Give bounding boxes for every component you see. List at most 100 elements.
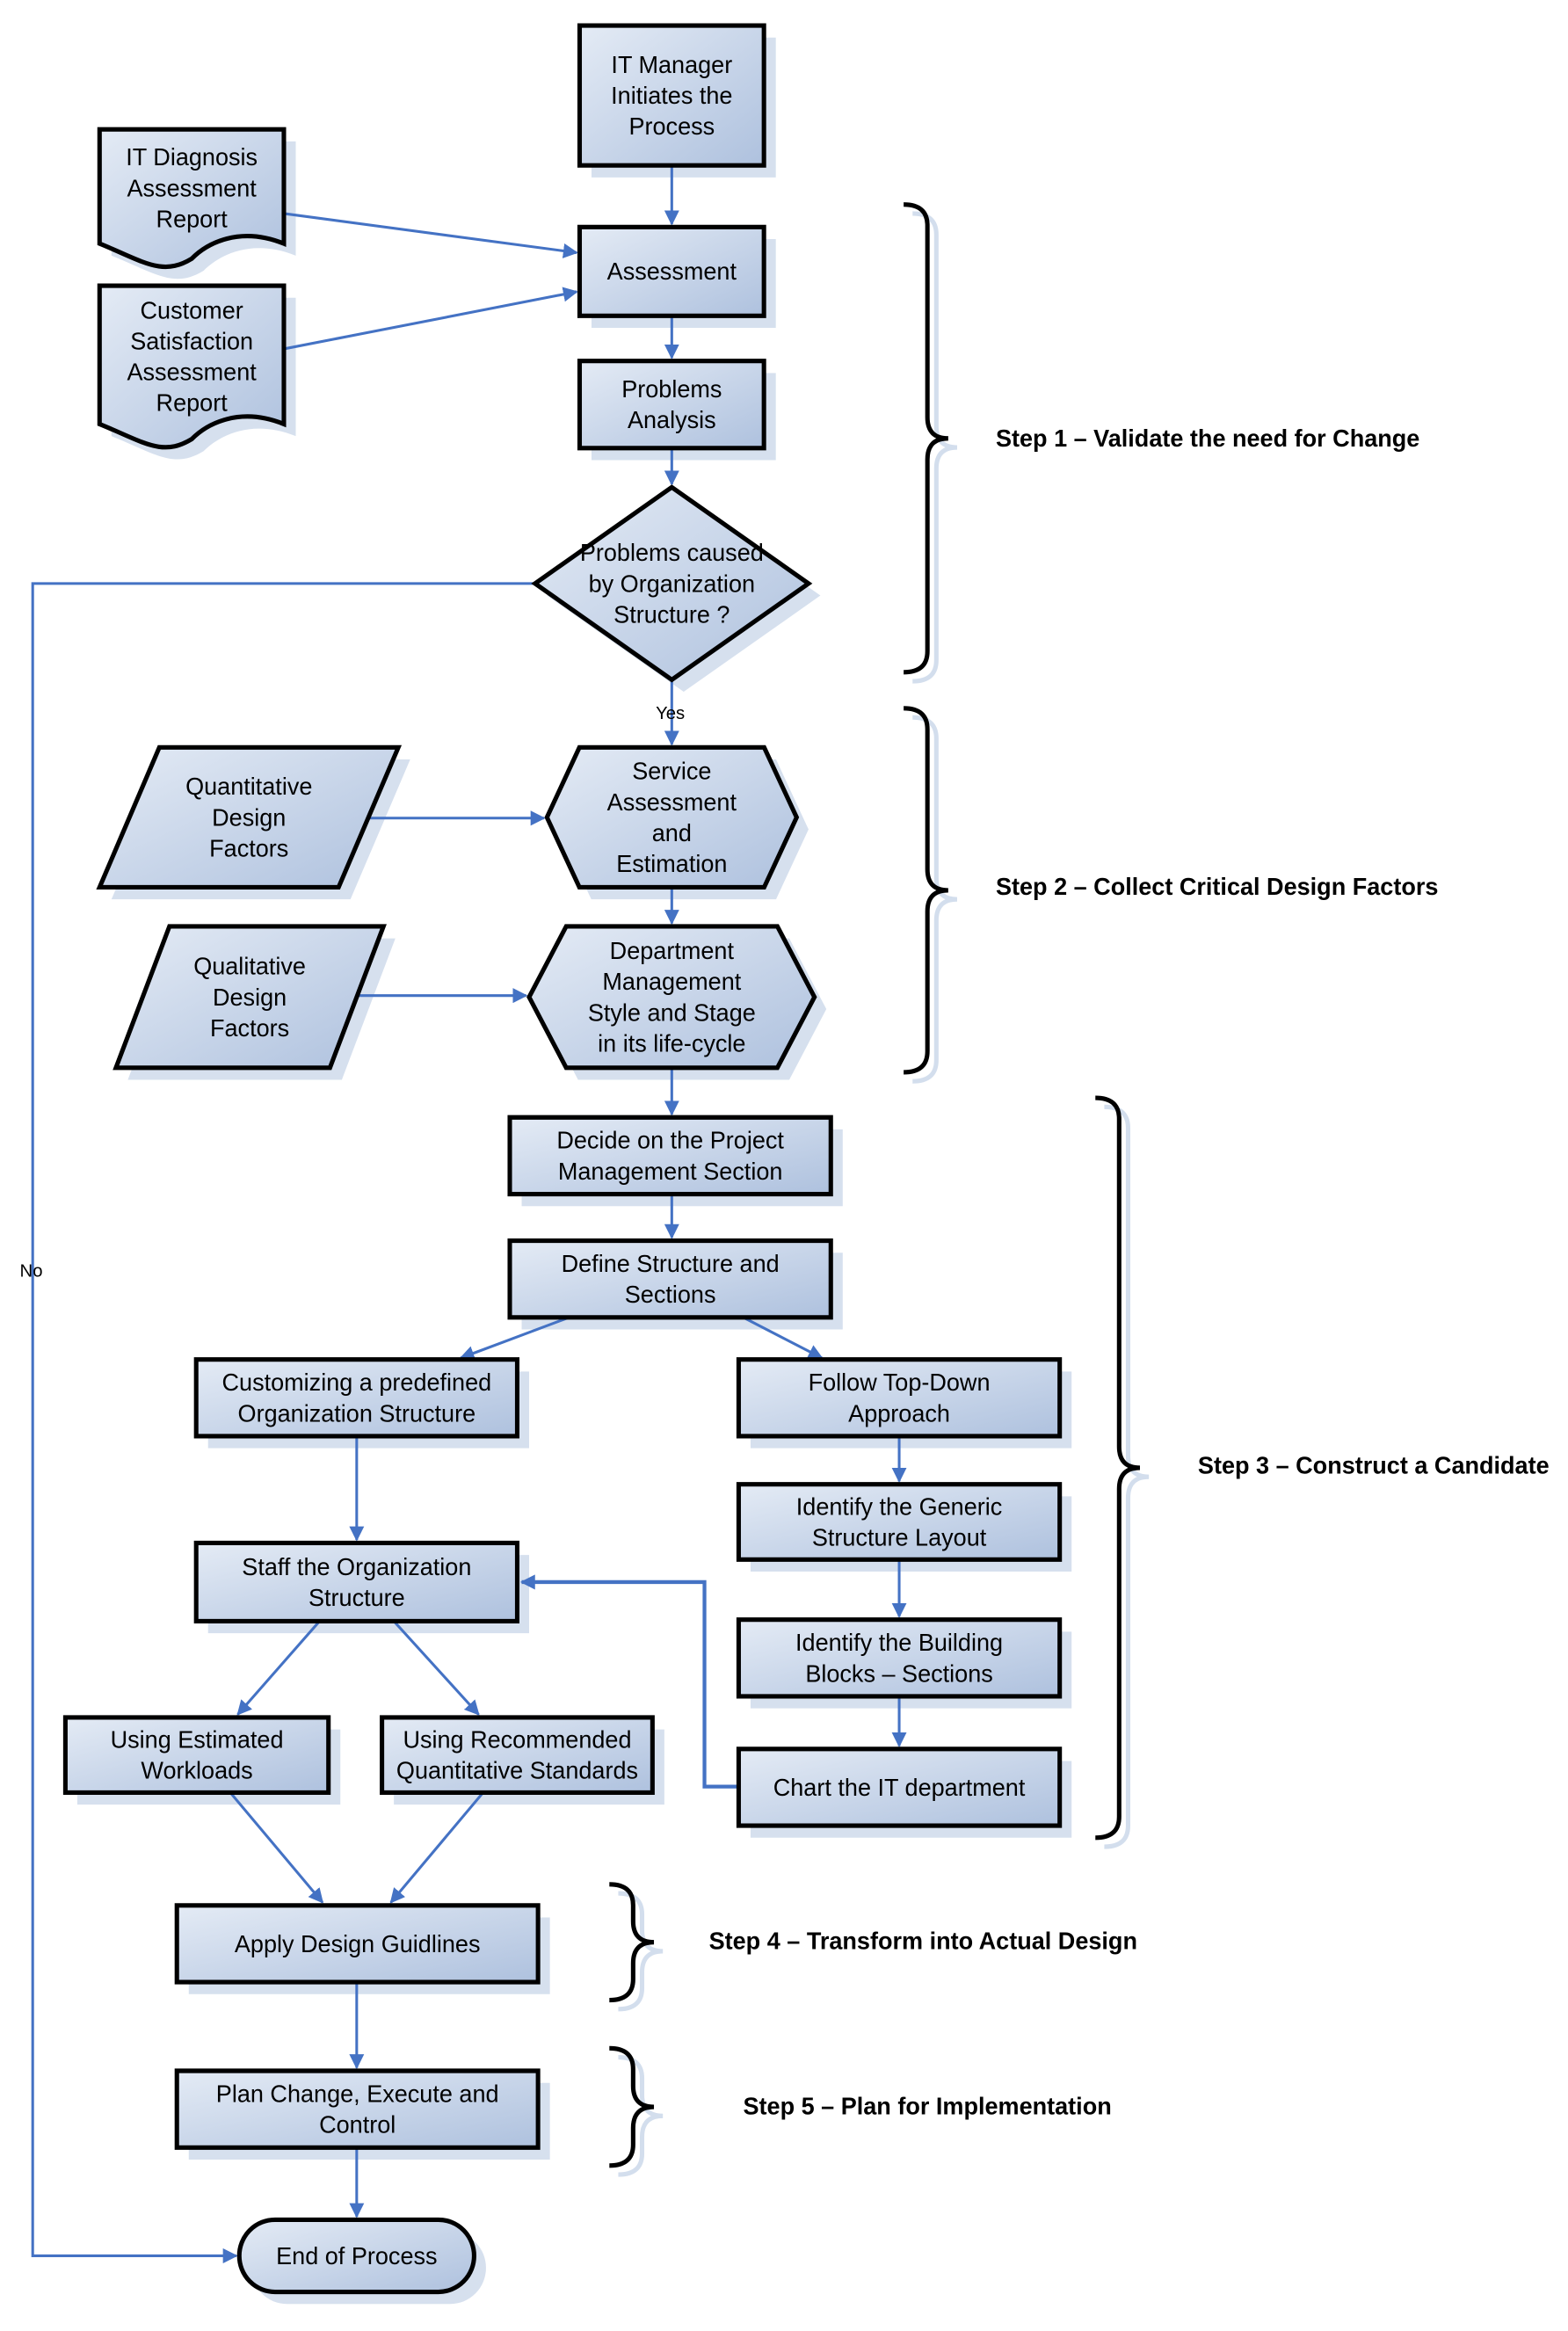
connector-arrow bbox=[283, 212, 578, 258]
node-label: IT Manager bbox=[611, 51, 732, 78]
node-label: Factors bbox=[210, 1014, 289, 1042]
node-label: Management bbox=[602, 968, 741, 995]
step-3-label: Step 3 – Construct a Candidate bbox=[1198, 1452, 1550, 1479]
node-label: Assessment bbox=[127, 174, 257, 201]
node-label: Approach bbox=[848, 1399, 950, 1427]
step5-brace bbox=[609, 2045, 655, 2168]
node-label: Design bbox=[213, 984, 287, 1011]
node-label: Management Section bbox=[558, 1158, 783, 1185]
node-label: Department bbox=[610, 937, 735, 964]
connector-arrow bbox=[236, 1620, 321, 1716]
node-label: Report bbox=[156, 205, 229, 232]
step-1-label: Step 1 – Validate the need for Change bbox=[996, 425, 1419, 452]
connector-arrow bbox=[229, 1791, 324, 1904]
node-label: Identify the Generic bbox=[796, 1492, 1003, 1520]
node-label: Structure ? bbox=[613, 600, 730, 628]
node-label: Assessment bbox=[607, 788, 737, 816]
node-label: Initiates the bbox=[611, 82, 732, 109]
node-label: Estimation bbox=[616, 850, 727, 877]
node-label: Follow Top-Down bbox=[809, 1369, 991, 1396]
node-label: Satisfaction bbox=[130, 327, 253, 354]
connector-arrow bbox=[392, 1620, 480, 1716]
node-label: Structure bbox=[309, 1584, 405, 1611]
node-label: Define Structure and bbox=[562, 1250, 780, 1277]
step1-brace-shadow bbox=[912, 211, 958, 684]
node-label: Workloads bbox=[141, 1757, 252, 1784]
connector-arrow bbox=[742, 1316, 824, 1360]
node-label: Customizing a predefined bbox=[222, 1369, 492, 1396]
node-label: Assessment bbox=[127, 358, 257, 385]
node-assessment[interactable]: Assessment bbox=[577, 224, 766, 318]
node-label: Style and Stage bbox=[588, 998, 756, 1026]
connector-arrow bbox=[389, 1791, 484, 1904]
node-label: Plan Change, Execute and bbox=[216, 2080, 499, 2107]
node-label: Problems bbox=[621, 375, 722, 403]
node-label: Service bbox=[632, 758, 711, 785]
node-chart-it[interactable]: Chart the IT department bbox=[736, 1746, 1063, 1828]
node-label: in its life-cycle bbox=[598, 1029, 745, 1057]
node-label: Staff the Organization bbox=[242, 1553, 471, 1580]
node-apply[interactable]: Apply Design Guidlines bbox=[174, 1903, 541, 1985]
connector-arrow bbox=[459, 1316, 570, 1361]
connector-arrow bbox=[283, 287, 578, 351]
step2-brace-shadow bbox=[912, 715, 958, 1084]
node-label: End of Process bbox=[276, 2242, 437, 2269]
node-label: Using Estimated bbox=[111, 1725, 284, 1753]
step5-brace-shadow bbox=[618, 2055, 664, 2177]
node-label: Using Recommended bbox=[403, 1725, 631, 1753]
node-label: and bbox=[652, 819, 692, 846]
node-label: Factors bbox=[209, 834, 288, 861]
step-4-label: Step 4 – Transform into Actual Design bbox=[709, 1927, 1137, 1954]
node-label: Identify the Building bbox=[795, 1629, 1003, 1656]
node-label: Process bbox=[628, 113, 715, 140]
node-label: by Organization bbox=[589, 570, 755, 597]
step4-brace bbox=[609, 1882, 655, 2003]
node-label: Blocks – Sections bbox=[805, 1659, 992, 1687]
step-2-label: Step 2 – Collect Critical Design Factors bbox=[996, 873, 1438, 900]
node-label: Decide on the Project bbox=[556, 1127, 784, 1154]
connector-arrow bbox=[31, 582, 535, 2264]
node-label: Structure Layout bbox=[812, 1523, 987, 1550]
node-label: Problems caused bbox=[580, 539, 764, 566]
node-label: Analysis bbox=[628, 406, 716, 433]
node-label: Customer bbox=[141, 296, 243, 323]
step3-brace bbox=[1095, 1095, 1141, 1841]
node-label: Quantitative bbox=[185, 773, 312, 800]
node-label: Sections bbox=[625, 1281, 716, 1308]
node-label: Assessment bbox=[607, 258, 737, 285]
yes-label: Yes bbox=[656, 704, 685, 723]
node-label: Design bbox=[212, 803, 286, 831]
connector-arrow bbox=[519, 1574, 739, 1789]
node-decision[interactable]: Problems caused by OrganizationStructure … bbox=[531, 484, 813, 683]
node-label: Quantitative Standards bbox=[396, 1757, 638, 1784]
node-label: Control bbox=[319, 2110, 396, 2138]
step2-brace bbox=[904, 706, 948, 1075]
step1-brace bbox=[904, 202, 948, 675]
step4-brace-shadow bbox=[618, 1891, 664, 2012]
node-label: Report bbox=[156, 388, 229, 416]
no-label: No bbox=[20, 1262, 43, 1282]
node-end[interactable]: End of Process bbox=[236, 2217, 476, 2295]
node-label: IT Diagnosis bbox=[126, 143, 258, 171]
step-5-label: Step 5 – Plan for Implementation bbox=[743, 2092, 1111, 2119]
